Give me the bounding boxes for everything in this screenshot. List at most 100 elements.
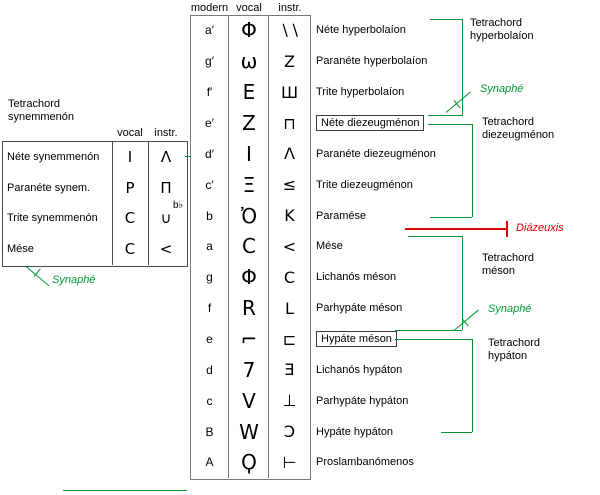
vocal-notation-symbol: Ι [246, 141, 252, 166]
bracket-line [430, 217, 472, 218]
instr-notation-symbol: L [285, 298, 294, 318]
modern-note: g [206, 270, 213, 285]
note-name: Parhypáte hypáton [316, 394, 409, 407]
bracket-line [428, 115, 463, 116]
bracket-line [395, 339, 472, 340]
vocal-notation-symbol: Ϙ [241, 450, 257, 475]
vocal-notation-symbol: Ὀ [240, 203, 258, 228]
instr-notation-symbol: Λ [284, 144, 295, 164]
vocal-notation-symbol: C [124, 209, 136, 228]
table-row: c′ Ξ ≤ Trite diezeugménon [190, 169, 598, 200]
instr-notation-symbol: < [282, 236, 297, 256]
modern-note: d′ [205, 146, 214, 161]
bracket-line [430, 19, 463, 20]
vocal-notation-symbol: ⌐ [240, 327, 258, 352]
modern-note: e′ [205, 116, 214, 130]
modern-note: d [206, 362, 213, 377]
modern-note: a [206, 239, 213, 254]
modern-note: g′ [205, 54, 214, 69]
left-note-name: Trite synemmenón [7, 212, 98, 225]
mini-table-divider [148, 141, 149, 265]
instr-notation-symbol: Ш [280, 82, 299, 102]
instr-notation-symbol: ≤ [282, 175, 297, 195]
left-panel-title: Tetrachord synemmenón [8, 98, 75, 124]
table-row: c V ⊥ Parhypáte hypáton [190, 385, 598, 416]
table-row: d 7 Ǝ Lichanós hypáton [190, 354, 598, 385]
note-name: Lichanós méson [316, 271, 397, 284]
synaphe-label: Synaphé [52, 274, 96, 286]
bracket-line [441, 432, 472, 433]
bracket-line [472, 124, 473, 217]
left-note-name: Néte synemmenón [7, 151, 100, 164]
note-name: Proslambanómenos [316, 456, 414, 469]
note-name: Paranéte hyperbolaíon [316, 55, 428, 68]
instr-notation-symbol: ⊓ [283, 113, 296, 133]
table-row: g′ ω Z Paranéte hyperbolaíon [190, 46, 598, 77]
left-header-vocal: vocal [117, 127, 143, 139]
table-frame [190, 15, 311, 480]
column-divider [268, 15, 269, 478]
modern-note: f′ [206, 85, 213, 100]
diazeuxis-tick [506, 221, 508, 237]
note-name: Mése [316, 240, 343, 253]
instr-notation-symbol: ∖∖ [279, 20, 300, 40]
vocal-notation-symbol: W [239, 419, 259, 444]
vocal-notation-symbol: Φ [241, 18, 257, 43]
mini-table-row: Ι Λ [112, 142, 186, 173]
vocal-notation-symbol: Ι [127, 148, 133, 167]
bottom-line [63, 490, 187, 491]
left-panel-symbols: Ι Λ Ρ Π C ∪ C < [112, 142, 186, 264]
note-name: Paramése [316, 209, 367, 222]
column-divider [228, 15, 229, 478]
bracket-line [462, 236, 463, 330]
note-name: Hypáte hypáton [316, 425, 394, 438]
table-row: e′ Ζ ⊓ Néte diezeugménon [190, 108, 598, 139]
header-modern: modern [190, 2, 229, 14]
table-row: A Ϙ ⊢ Proslambanómenos [190, 447, 598, 478]
header-instr: instr. [278, 2, 302, 14]
vocal-notation-symbol: Ρ [125, 178, 135, 197]
note-name-boxed: Néte diezeugménon [316, 115, 425, 131]
vocal-notation-symbol: 7 [242, 357, 256, 382]
modern-note: c′ [205, 177, 214, 192]
modern-note: e [206, 332, 213, 347]
table-row: d′ Ι Λ Paranéte diezeugménon [190, 138, 598, 169]
instr-notation-symbol: Ǝ [284, 360, 295, 380]
instr-notation-symbol: ⊥ [282, 391, 297, 411]
modern-note: f [207, 301, 212, 316]
table-row: a C < Mése [190, 231, 598, 262]
vocal-notation-symbol: C [242, 234, 256, 259]
bracket-line [428, 124, 472, 125]
left-note-name: Mése [7, 242, 34, 255]
note-name: Parhypáte méson [316, 302, 403, 315]
table-row: a′ Φ ∖∖ Néte hyperbolaíon [190, 15, 598, 46]
tetrachord-hypaton-label: Tetrachord hypáton [488, 337, 540, 363]
note-name: Trite diezeugménon [316, 178, 413, 191]
instr-notation-symbol: Z [284, 51, 295, 71]
instr-notation-symbol: Π [160, 178, 172, 197]
left-panel-connector-line [185, 156, 191, 157]
vocal-notation-symbol: Ξ [242, 172, 256, 197]
vocal-notation-symbol: Φ [241, 265, 257, 290]
note-name: Trite hyperbolaíon [316, 86, 405, 99]
instr-notation-symbol: < [159, 239, 173, 258]
note-rows: a′ Φ ∖∖ Néte hyperbolaíon g′ ω Z Paranét… [190, 15, 598, 478]
instr-notation-symbol: Ɔ [283, 422, 296, 442]
left-note-name: Paranéte synem. [7, 181, 91, 194]
left-panel-box [2, 141, 188, 267]
note-name: Lichanós hypáton [316, 363, 403, 376]
left-panel-header: vocal instr. [112, 127, 186, 139]
synaphe-marker [25, 266, 50, 287]
table-row: e ⌐ ⊏ Hypáte méson [190, 324, 598, 355]
left-header-instr: instr. [154, 127, 178, 139]
instr-notation-symbol: ⊏ [282, 329, 297, 349]
synaphe-label: Synaphé [488, 303, 532, 315]
mini-table-row: C ∪ [112, 203, 186, 234]
note-name: Néte hyperbolaíon [316, 24, 406, 37]
instr-notation-symbol: Λ [160, 148, 172, 167]
bracket-line [462, 19, 463, 116]
header-vocal: vocal [236, 2, 262, 14]
modern-note: a′ [205, 23, 214, 38]
bracket-line [472, 339, 473, 432]
